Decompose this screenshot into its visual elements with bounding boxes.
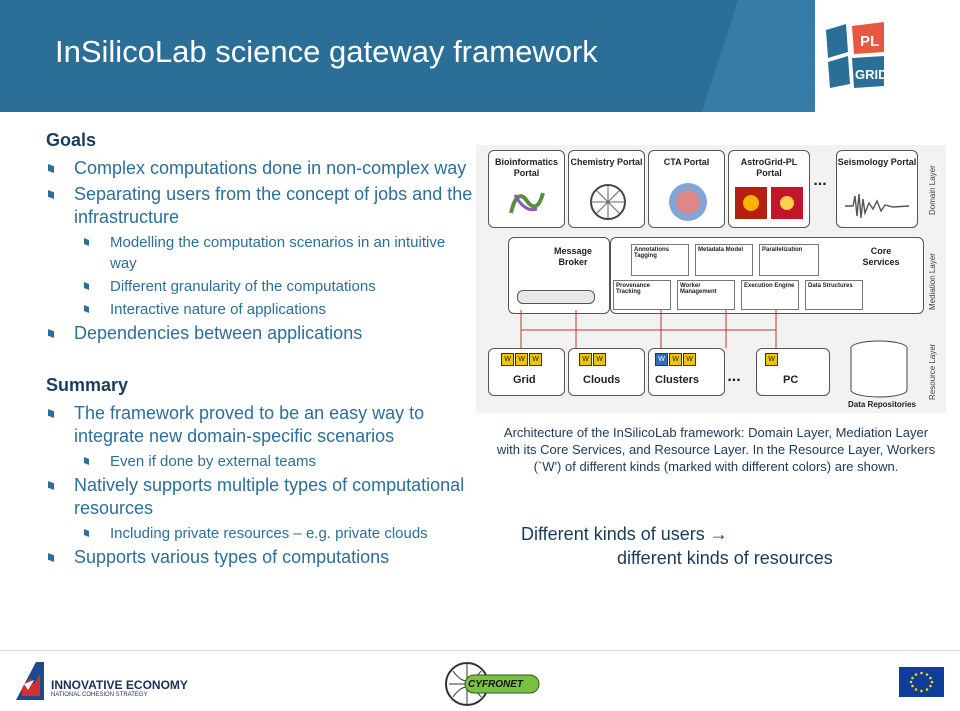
message-broker-label: Message Broker: [553, 246, 593, 267]
core-services: Core Services Annotations Tagging Metada…: [610, 237, 924, 314]
core-services-label: Core Services: [862, 246, 900, 267]
resource-label: Clusters: [655, 374, 700, 386]
portal-label: Bioinformatics Portal: [494, 157, 558, 178]
goal-item: Dependencies between applications: [46, 322, 476, 345]
innovative-economy-logo-icon: [16, 662, 44, 700]
protein-icon: [509, 192, 545, 214]
summary-item: Natively supports multiple types of comp…: [46, 474, 476, 520]
core-service-metadata: Metadata Model: [695, 244, 753, 276]
plgrid-top-text: PL: [860, 33, 879, 50]
summary-subitem: Including private resources – e.g. priva…: [46, 523, 476, 544]
goal-item: Separating users from the concept of job…: [46, 183, 476, 229]
eu-flag-icon: [899, 667, 944, 697]
footer-divider: [0, 650, 960, 651]
core-service-annotations: Annotations Tagging: [631, 244, 689, 276]
database-icon: [850, 340, 908, 398]
portal-label: Chemistry Portal: [570, 157, 643, 167]
portal-astrogrid: AstroGrid-PL Portal: [728, 150, 810, 228]
worker-icon: W: [529, 353, 542, 366]
layer-label-domain: Domain Layer: [928, 165, 937, 215]
summary-heading: Summary: [46, 375, 129, 395]
fullerene-icon: [590, 184, 626, 220]
kinds-of-users-text: Different kinds of users →: [521, 524, 728, 544]
portal-label: CTA Portal: [663, 157, 710, 167]
message-queue-icon: [517, 290, 595, 304]
resource-label: Clouds: [583, 374, 621, 386]
portal-label: Seismology Portal: [837, 157, 917, 167]
resource-label: Grid: [513, 374, 536, 386]
core-service-parallelization: Parallelization: [759, 244, 819, 276]
plgrid-bottom-text: GRID: [855, 67, 888, 82]
goal-subitem: Interactive nature of applications: [46, 299, 476, 320]
page-number: 20: [933, 30, 948, 45]
content-text: Goals Complex computations done in non-c…: [46, 130, 476, 572]
portal-label: AstroGrid-PL Portal: [740, 157, 798, 178]
message-broker: Message Broker: [508, 237, 610, 314]
resource-pc: W PC: [756, 348, 830, 396]
kinds-of-resources-text: different kinds of resources: [617, 548, 833, 568]
portal-cta: CTA Portal: [648, 150, 725, 228]
header-logo-area: [815, 0, 960, 112]
goal-subitem: Different granularity of the computation…: [46, 276, 476, 297]
seismogram-icon: [845, 193, 909, 219]
innovative-economy-label: INNOVATIVE ECONOMY: [51, 678, 188, 692]
summary-item: The framework proved to be an easy way t…: [46, 402, 476, 448]
portal-chemistry: Chemistry Portal: [568, 150, 645, 228]
connection-lines: [520, 310, 777, 348]
core-service-worker-management: Worker Management: [677, 280, 735, 310]
slide-title: InSilicoLab science gateway framework: [55, 34, 598, 69]
resource-grid: W W W Grid: [488, 348, 565, 396]
worker-icon: W: [593, 353, 606, 366]
goals-heading: Goals: [46, 130, 97, 150]
core-service-execution-engine: Execution Engine: [741, 280, 799, 310]
astro-image-icon: [735, 187, 803, 219]
cta-sphere-icon: [669, 183, 707, 221]
plgrid-logo: PL GRID: [826, 22, 888, 88]
layer-label-resource: Resource Layer: [928, 343, 937, 400]
worker-icon: W: [683, 353, 696, 366]
architecture-diagram: Domain Layer Mediation Layer Resource La…: [476, 145, 946, 413]
worker-icon: W: [501, 353, 514, 366]
summary-item: Supports various types of computations: [46, 546, 476, 569]
portal-bioinformatics: Bioinformatics Portal: [488, 150, 565, 228]
resource-label: PC: [783, 374, 799, 386]
worker-icon: W: [669, 353, 682, 366]
worker-icon: W: [579, 353, 592, 366]
resource-clouds: W W Clouds: [568, 348, 645, 396]
cyfronet-label: CYFRONET: [468, 679, 523, 690]
goal-subitem: Modelling the computation scenarios in a…: [46, 232, 476, 274]
portal-seismology: Seismology Portal: [836, 150, 918, 228]
diagram-caption: Architecture of the InSilicoLab framewor…: [496, 425, 936, 474]
header-bar: [0, 0, 960, 112]
resource-clusters: W W W Clusters: [648, 348, 725, 396]
core-service-provenance: Provenance Tracking: [613, 280, 671, 310]
summary-subitem: Even if done by external teams: [46, 451, 476, 472]
core-service-data-structures: Data Structures: [805, 280, 863, 310]
goal-item: Complex computations done in non-complex…: [46, 157, 476, 180]
portal-ellipsis: ...: [813, 172, 827, 189]
cohesion-strategy-label: NATIONAL COHESION STRATEGY: [51, 692, 148, 698]
worker-icon: W: [655, 353, 668, 366]
cyfronet-logo-icon: [445, 662, 540, 706]
worker-icon: W: [765, 353, 778, 366]
layer-label-mediation: Mediation Layer: [928, 253, 937, 310]
resource-ellipsis: ...: [727, 368, 741, 385]
worker-icon: W: [515, 353, 528, 366]
data-repositories-label: Data Repositories: [847, 400, 917, 409]
eu-stars-icon: [909, 671, 934, 693]
